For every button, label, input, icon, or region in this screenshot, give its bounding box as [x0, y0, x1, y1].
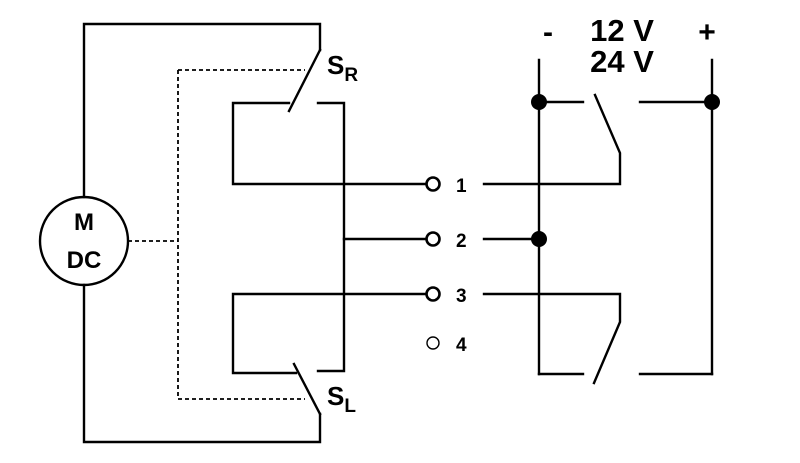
- junction-dot-upper-right: [704, 94, 720, 110]
- supply-voltage-24v: 24 V: [590, 44, 654, 79]
- lower-contact-blade: [482, 292, 622, 385]
- terminal-1: 1: [425, 176, 467, 197]
- motor-label-dc: DC: [67, 247, 102, 274]
- mechanical-linkage: [128, 69, 305, 400]
- terminal-3-dot: [425, 286, 441, 302]
- terminal-1-dot: [425, 176, 441, 192]
- junction-dot-terminal-2: [531, 231, 547, 247]
- switch-blade-left: [292, 362, 322, 416]
- switch-blade-right: [287, 48, 322, 113]
- limit-switch-left: SL: [292, 362, 356, 417]
- switch-label-right: SR: [327, 50, 358, 86]
- motor-label-m: M: [74, 209, 94, 236]
- terminal-2: 2: [425, 231, 467, 252]
- terminal-4-label: 4: [456, 335, 467, 356]
- terminal-3: 3: [425, 286, 467, 307]
- limit-switch-right: SR: [287, 48, 358, 113]
- supply-voltage-12v: 12 V: [590, 13, 654, 48]
- supply-plus-label: +: [698, 16, 716, 49]
- wire-sr-to-terminal-1: [231, 101, 427, 186]
- dc-motor: M DC: [38, 195, 130, 287]
- junction-dot-upper-left: [531, 94, 547, 110]
- wire-sl-to-terminal-3: [231, 292, 427, 375]
- terminal-2-dot: [425, 231, 441, 247]
- switch-label-left: SL: [327, 381, 356, 417]
- common-bus: [316, 101, 346, 373]
- supply-minus-label: -: [543, 16, 553, 49]
- terminal-2-label: 2: [456, 231, 467, 252]
- terminal-1-label: 1: [456, 176, 467, 197]
- terminal-3-label: 3: [456, 286, 467, 307]
- motor-supply-wire: [82, 22, 322, 444]
- terminal-4: 4: [426, 335, 467, 356]
- terminal-4-dot: [426, 336, 440, 350]
- upper-contact-blade: [482, 93, 622, 186]
